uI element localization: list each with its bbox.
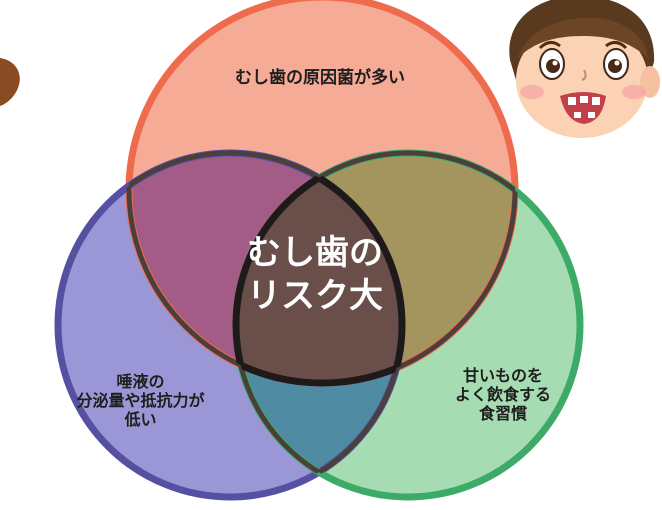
left-circle-label-line-2: 分泌量や抵抗力が <box>76 391 205 411</box>
left-circle-label-line-3: 低い <box>124 410 157 430</box>
left-circle-label-line-1: 唾液の <box>116 372 165 391</box>
center-label-line-1: むし歯の <box>247 233 383 273</box>
center-label: むし歯の リスク大 <box>215 232 415 317</box>
right-circle-label: 甘いものを よく飲食する 食習慣 <box>423 366 583 424</box>
left-circle-label: 唾液の 分泌量や抵抗力が 低い <box>48 372 233 430</box>
hair-fragment-icon <box>0 58 20 106</box>
top-circle-label: むし歯の原因菌が多い <box>235 68 405 88</box>
right-circle-label-line-2: よく飲食する <box>454 385 551 405</box>
worried-boy-face-icon <box>509 0 660 138</box>
center-label-line-2: リスク大 <box>247 275 383 316</box>
right-circle-label-line-3: 食習慣 <box>478 404 527 424</box>
center-overlap <box>236 153 402 383</box>
right-circle-label-line-1: 甘いものを <box>462 366 543 385</box>
